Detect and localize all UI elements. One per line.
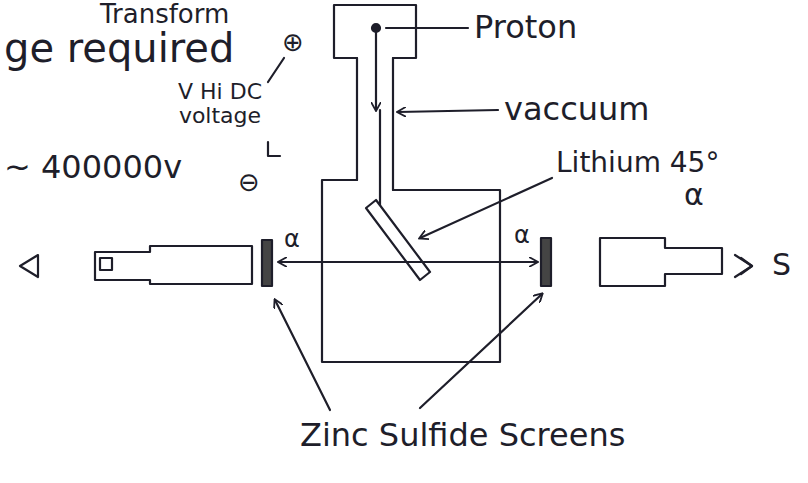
- partial-heading: Transform: [100, 0, 229, 29]
- microscope: [600, 238, 722, 286]
- polarity-sign: ⊕: [282, 28, 304, 57]
- microscope: [95, 246, 252, 284]
- voltage-value: ~ 400000v: [4, 150, 182, 185]
- leader-line: [275, 300, 330, 410]
- axis-line: [322, 261, 500, 263]
- alpha-path: [279, 261, 322, 263]
- alpha-path: [500, 261, 537, 263]
- part-name: Lithium 45°: [556, 148, 719, 179]
- proton-dot: [372, 24, 380, 32]
- proton-beam: [379, 110, 381, 205]
- voltage-note: V Hi DC voltage: [160, 80, 280, 128]
- lithium-target: [366, 200, 430, 280]
- leader-line: [268, 58, 284, 82]
- part-name: Proton: [474, 10, 577, 45]
- zinc-sulfide-screen: [541, 238, 551, 286]
- leader-line: [386, 27, 468, 29]
- tube-wall: [356, 58, 358, 180]
- target-chamber: [322, 180, 500, 362]
- leader-line: [398, 110, 498, 112]
- eye-symbol: [735, 255, 752, 277]
- eye-symbol: [741, 258, 752, 274]
- bracket: [268, 142, 280, 156]
- leader-line: [420, 178, 552, 238]
- leader-line: [420, 294, 542, 408]
- observer-mark: S: [772, 248, 791, 281]
- particle-symbol: α: [514, 222, 530, 248]
- part-name: vaccuum: [504, 92, 649, 127]
- tube-wall: [392, 58, 394, 190]
- part-name: Zinc Sulfide Screens: [300, 418, 625, 453]
- polarity-sign: ⊖: [238, 168, 260, 197]
- particle-symbol: α: [284, 226, 300, 252]
- microscope-eyepiece: [100, 258, 112, 270]
- particle-symbol: α: [684, 178, 704, 211]
- zinc-sulfide-screen: [262, 240, 272, 286]
- eye-symbol: [20, 255, 38, 277]
- voltage-note: ge required: [4, 26, 234, 70]
- proton-beam: [375, 32, 377, 110]
